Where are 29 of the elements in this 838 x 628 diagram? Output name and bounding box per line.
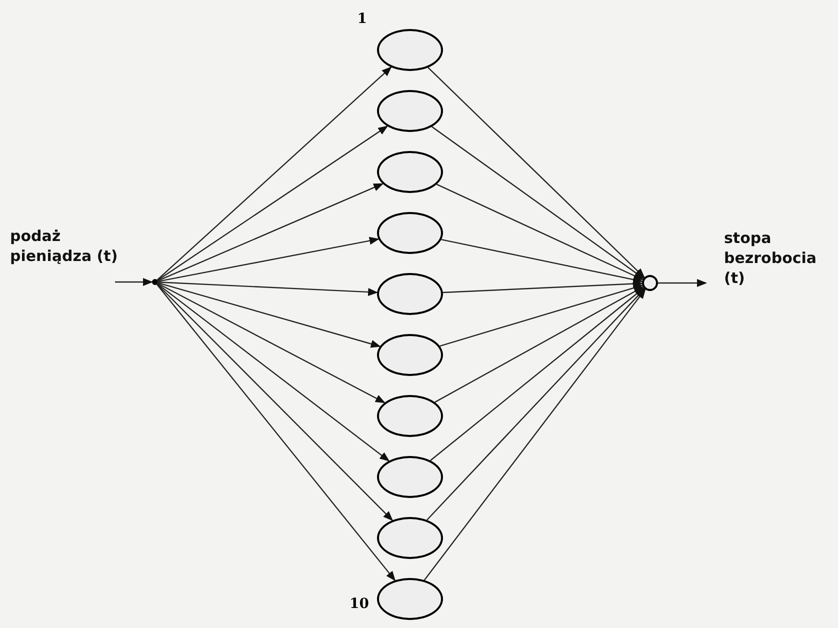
arrow <box>658 279 707 287</box>
arrow <box>158 236 380 282</box>
arrow <box>157 282 386 404</box>
neuron-ellipse <box>377 395 443 437</box>
neuron-number: 1 <box>357 10 367 29</box>
arrow <box>157 126 388 281</box>
neuron-number: 10 <box>350 595 369 614</box>
io-label: podaż pieniądza (t) <box>10 226 119 266</box>
arrow <box>428 67 645 278</box>
arrow <box>158 282 381 348</box>
arrow <box>440 284 644 347</box>
arrow <box>156 66 392 280</box>
arrow <box>436 184 644 280</box>
arrow <box>115 278 153 286</box>
arrow <box>442 280 643 294</box>
arrow <box>158 282 378 296</box>
io-label: stopa bezrobocia (t) <box>724 228 818 288</box>
neuron-ellipse <box>377 151 443 193</box>
neuron-ellipse <box>377 90 443 132</box>
arrow <box>156 284 394 521</box>
arrow <box>158 183 384 282</box>
arrow <box>432 126 644 279</box>
arrow <box>434 286 644 403</box>
arrow <box>157 283 390 462</box>
arrow <box>156 284 396 582</box>
arrow <box>441 238 644 284</box>
neuron-ellipse <box>377 334 443 376</box>
arrow <box>424 288 646 580</box>
neuron-ellipse <box>377 517 443 559</box>
